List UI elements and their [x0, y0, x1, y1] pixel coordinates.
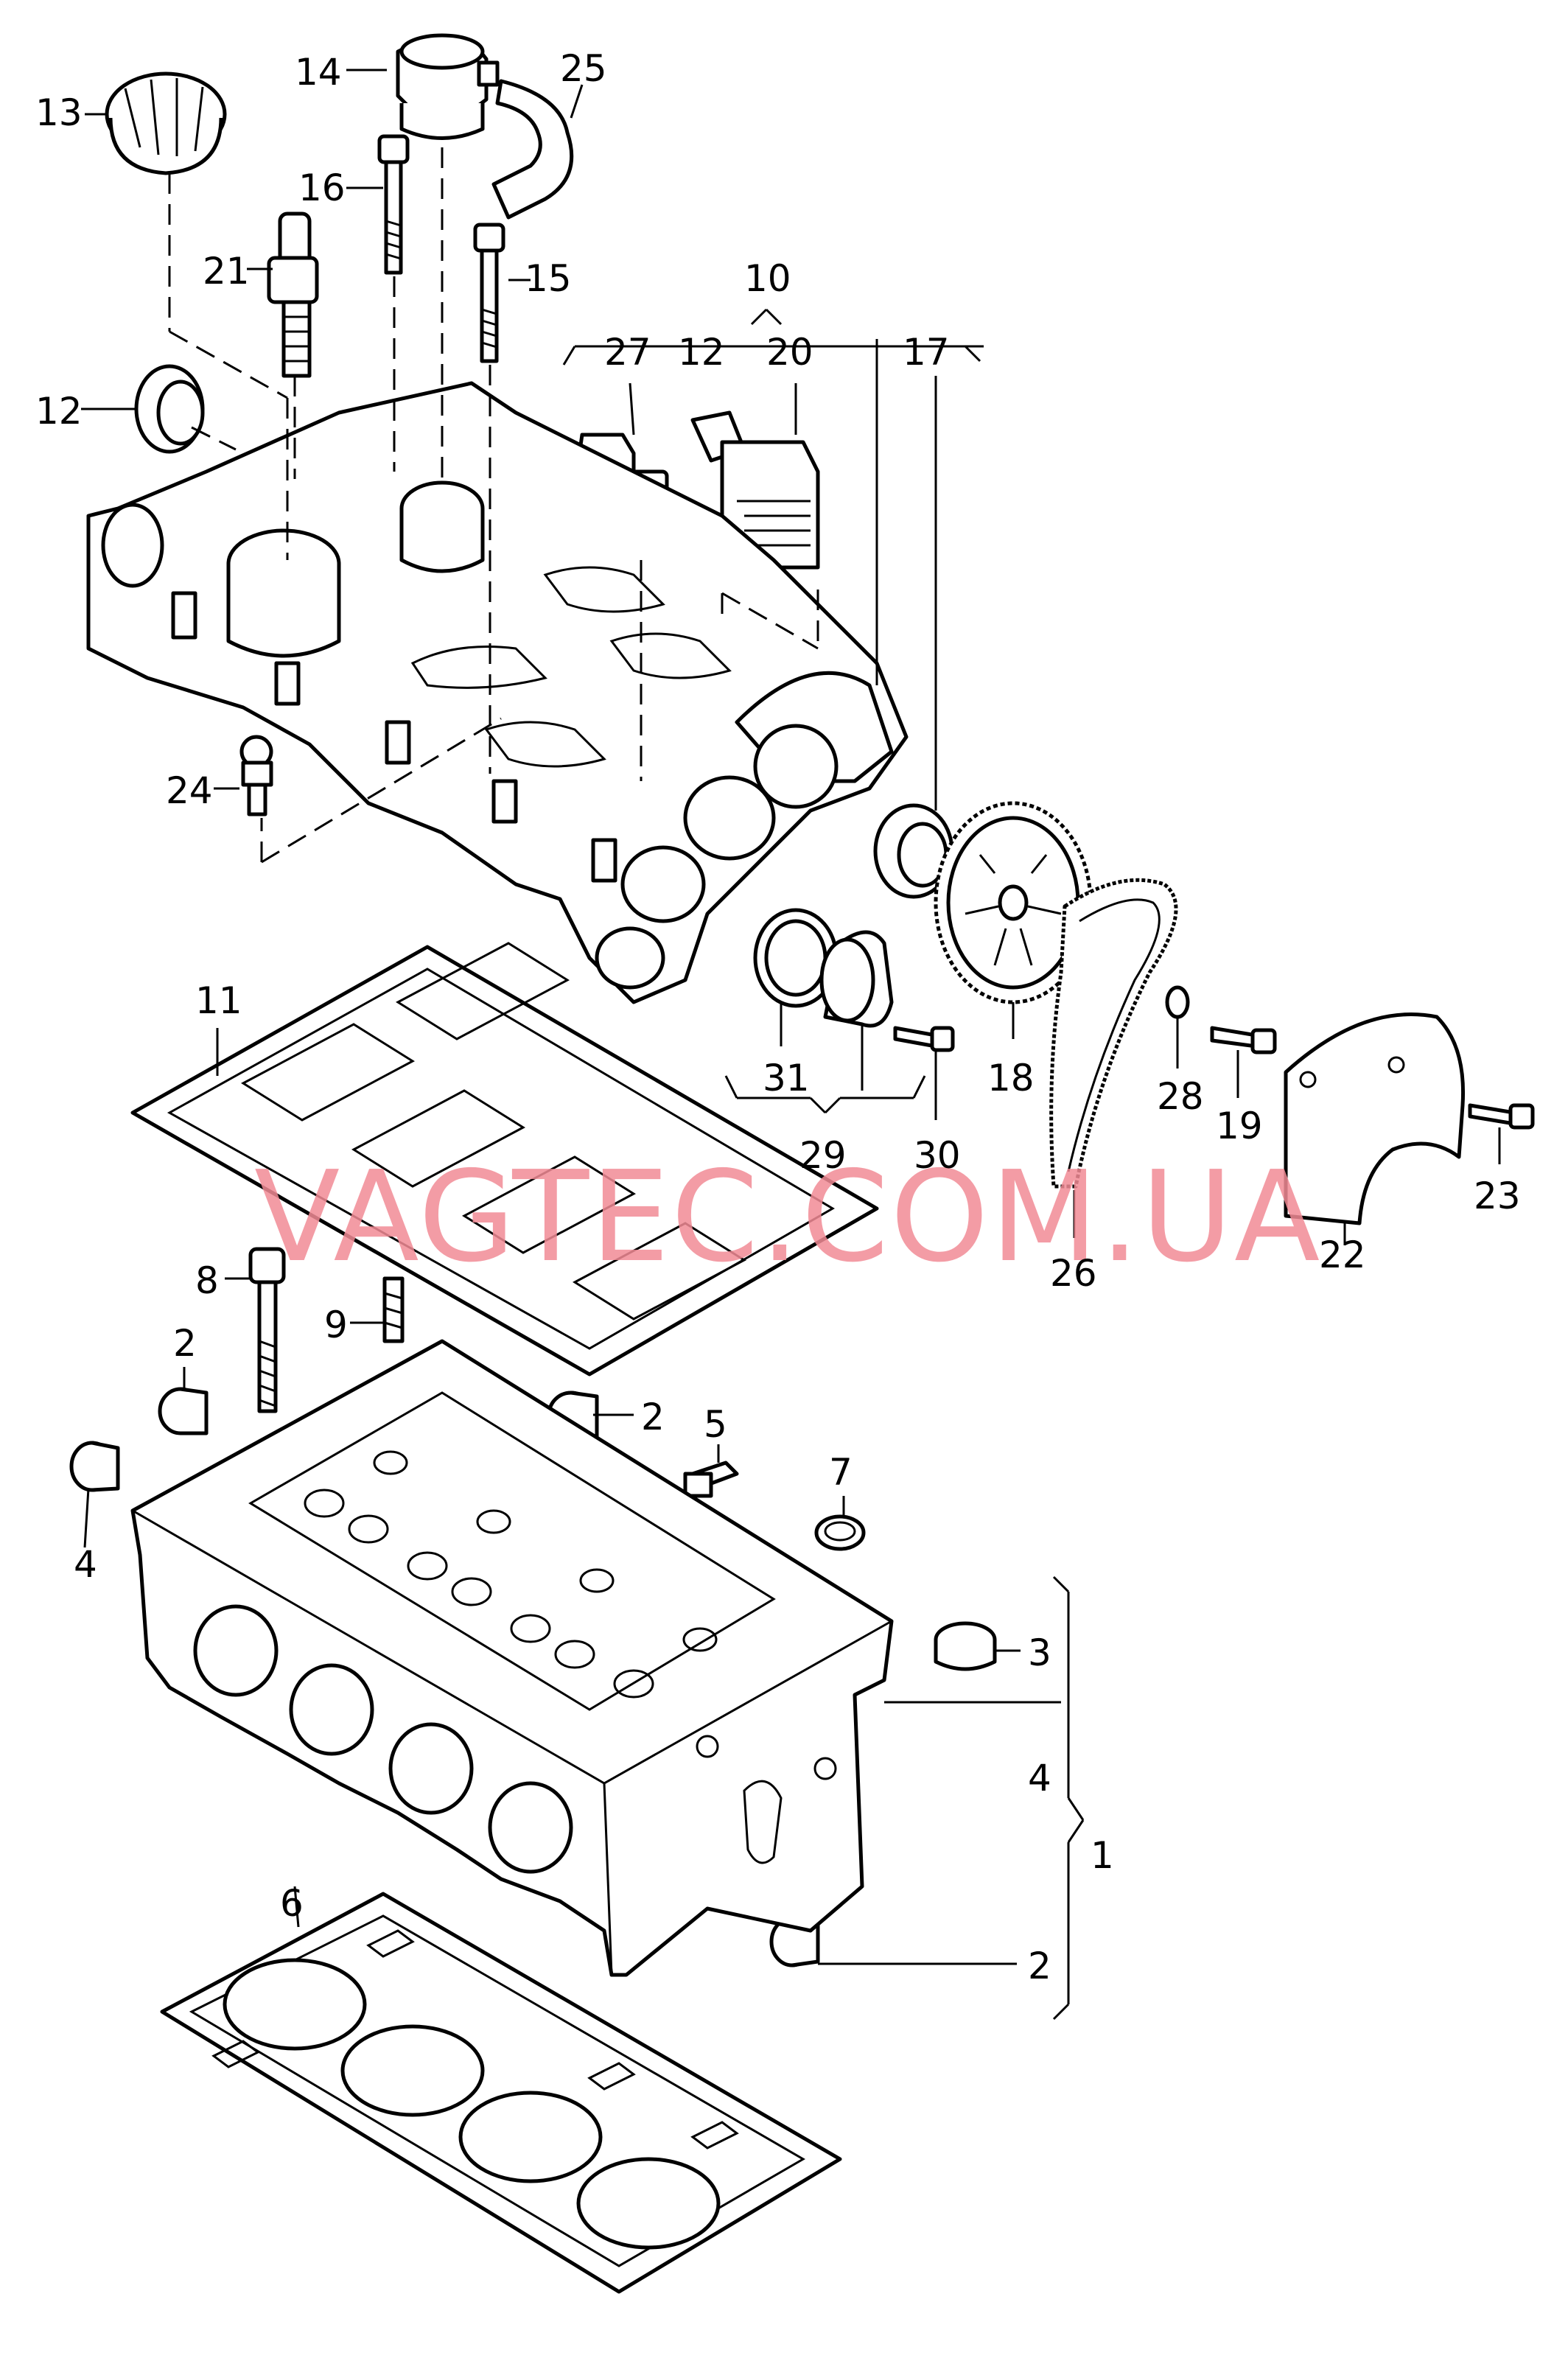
- callout-15: 15: [525, 257, 572, 300]
- callout-1: 1: [1091, 1834, 1114, 1877]
- callout-20: 20: [766, 331, 813, 374]
- callout-4-left: 4: [74, 1543, 97, 1586]
- oil-filler-cap: [105, 71, 227, 175]
- valve-cover-gasket: [130, 942, 879, 1377]
- dowel-pin: [683, 1461, 739, 1498]
- callout-2-left: 2: [173, 1322, 197, 1365]
- callout-26: 26: [1050, 1252, 1097, 1295]
- cylinder-head-gasket: [160, 1892, 842, 2294]
- callout-labels: 13 14 25 16 21 15 10 27 12 20 17 12 24 1…: [35, 47, 1521, 1987]
- callout-13: 13: [35, 91, 83, 134]
- callout-6: 6: [280, 1882, 304, 1925]
- o-ring-31: [753, 908, 839, 1008]
- bolt-19: [1210, 1026, 1277, 1054]
- callout-21: 21: [203, 250, 250, 293]
- callout-22: 22: [1319, 1234, 1366, 1276]
- bolt-30: [893, 1026, 955, 1052]
- stud-9: [382, 1276, 405, 1343]
- plug-24: [239, 735, 273, 816]
- seal-7: [814, 1514, 866, 1551]
- callout-5: 5: [704, 1403, 727, 1446]
- callout-18: 18: [987, 1057, 1035, 1099]
- callout-8: 8: [195, 1259, 219, 1302]
- callout-16: 16: [298, 167, 346, 209]
- leader-lines: [81, 69, 1501, 2021]
- callout-14: 14: [295, 51, 342, 94]
- seal-ring-28: [1165, 985, 1190, 1019]
- cap-29: [819, 930, 894, 1028]
- callout-2-bottom: 2: [1028, 1945, 1051, 1987]
- sealing-plug-2-left: [158, 1387, 209, 1435]
- bolt-16: [377, 134, 410, 275]
- callout-27: 27: [604, 331, 651, 374]
- callout-25: 25: [560, 47, 607, 90]
- callout-11: 11: [195, 979, 242, 1022]
- toothed-belt: [1049, 878, 1178, 1189]
- head-bolt: [248, 1247, 286, 1413]
- callout-30: 30: [914, 1134, 961, 1177]
- seal-ring-12: [134, 364, 205, 454]
- callout-4-right: 4: [1028, 1757, 1051, 1799]
- belt-cover: [1284, 1012, 1466, 1225]
- callout-23: 23: [1474, 1175, 1521, 1217]
- breather-hose: [491, 79, 574, 220]
- callout-12-top: 12: [678, 331, 725, 374]
- cylinder-head: [130, 1339, 894, 1977]
- valve-cover: [86, 381, 909, 1004]
- callout-29: 29: [799, 1134, 847, 1177]
- callout-2-right: 2: [641, 1396, 665, 1438]
- callout-31: 31: [763, 1057, 810, 1099]
- solenoid-valve: [267, 211, 319, 378]
- callout-28: 28: [1157, 1075, 1204, 1118]
- sealing-plug-3: [934, 1621, 997, 1671]
- callout-7: 7: [829, 1451, 853, 1494]
- sealing-plug-4: [69, 1441, 120, 1492]
- callout-12-left: 12: [35, 390, 83, 433]
- callout-10: 10: [744, 257, 791, 300]
- callout-24: 24: [166, 769, 213, 812]
- watermark: VAGTEC.COM.UA: [254, 1144, 1321, 1290]
- callout-3: 3: [1028, 1631, 1051, 1674]
- callout-9: 9: [324, 1304, 348, 1346]
- callout-19: 19: [1216, 1105, 1263, 1147]
- bolt-23: [1468, 1103, 1535, 1130]
- breather-valve: [396, 33, 500, 140]
- callout-17: 17: [903, 331, 950, 374]
- bolt-15: [473, 223, 505, 363]
